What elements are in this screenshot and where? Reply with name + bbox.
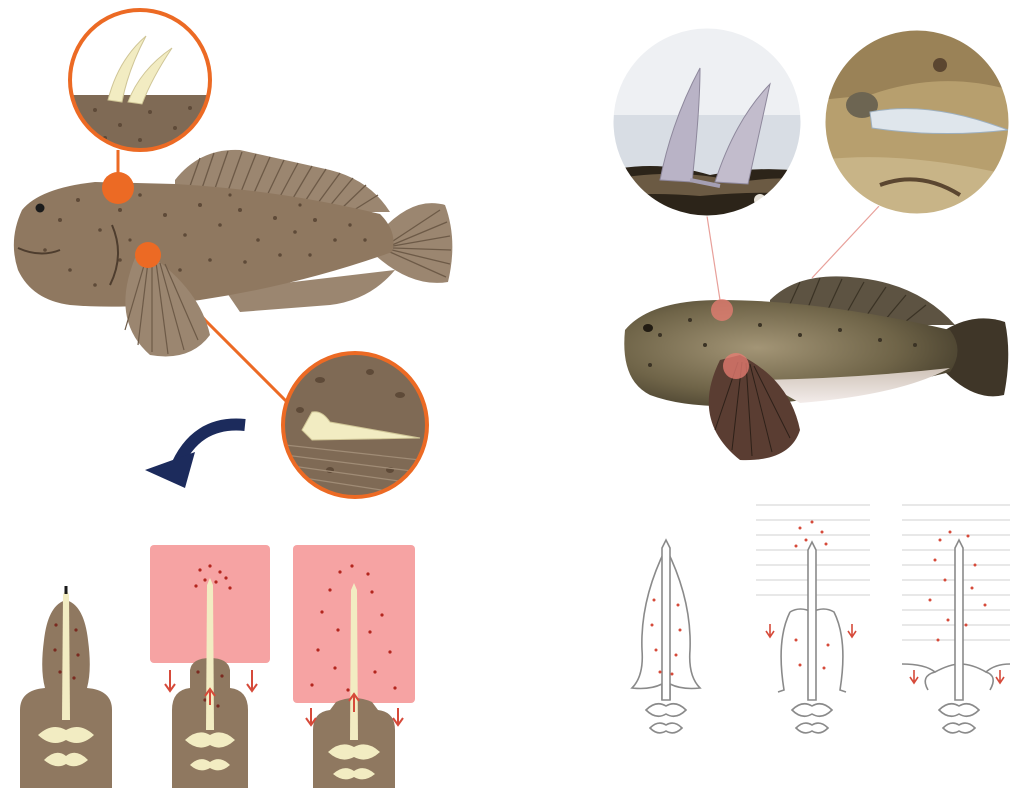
photographed-fish-panel	[610, 25, 1011, 733]
photo-dorsal-line	[707, 216, 720, 300]
schematic-stage-2	[756, 505, 870, 733]
schematic-stage-1	[632, 540, 700, 733]
opercular-spine-marker	[135, 242, 161, 268]
photo-dorsal-spine-closeup	[610, 25, 810, 225]
curved-arrow-icon	[145, 425, 245, 488]
photo-opercular-spine-marker	[723, 353, 749, 379]
illustrated-fish-panel	[14, 0, 453, 788]
schematic-stage-3	[902, 505, 1010, 733]
photo-dorsal-spine-marker	[711, 299, 733, 321]
photo-opercular-spine-closeup	[820, 25, 1011, 225]
photo-opercular-line	[812, 205, 880, 278]
venom-injection-stage-1	[20, 586, 112, 788]
venom-injection-stage-2	[150, 545, 270, 788]
fish-eye	[36, 204, 45, 213]
fish-photo	[624, 276, 1008, 460]
dorsal-spine-closeup	[60, 0, 220, 165]
opercular-spine-closeup	[280, 350, 430, 500]
dorsal-spine-marker	[102, 172, 134, 204]
venom-injection-stage-3	[293, 545, 415, 788]
